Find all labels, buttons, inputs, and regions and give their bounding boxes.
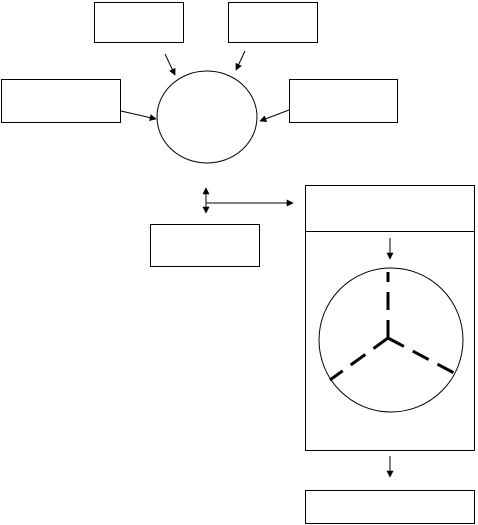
arrow-top-right-to-ellipse bbox=[235, 50, 246, 71]
mid-right-box bbox=[289, 79, 398, 123]
arrow-mid-right-to-ellipse bbox=[259, 109, 290, 123]
bottom-box bbox=[305, 490, 475, 524]
y-spoke-right bbox=[387, 336, 457, 376]
right-panel bbox=[305, 185, 475, 451]
top-left-box bbox=[94, 2, 184, 43]
arrow-top-left-to-ellipse bbox=[164, 53, 176, 76]
central-ellipse bbox=[156, 70, 258, 164]
arrow-mid-left-to-ellipse bbox=[120, 110, 157, 122]
y-spoke-left bbox=[329, 336, 389, 382]
mid-left-box bbox=[1, 79, 121, 123]
center-box bbox=[150, 224, 260, 267]
top-right-box bbox=[228, 2, 318, 43]
